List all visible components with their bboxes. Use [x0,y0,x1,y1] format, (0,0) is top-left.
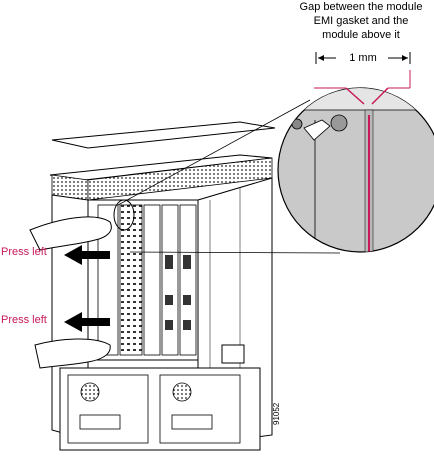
gap-callout-line-2: EMI gasket and the [313,15,409,27]
top-vent-band [51,157,273,201]
dimension-indicator [315,52,411,64]
figure-id: 91052 [272,402,281,425]
press-left-label-top: Press left [1,246,47,258]
dimension-label: 1 mm [349,52,377,64]
press-arrows [64,245,110,332]
gap-callout: Gap between the module EMI gasket and th… [286,0,434,42]
press-arrow-bottom [64,312,110,332]
chassis-top [49,121,276,181]
press-arrow-top [64,245,110,265]
press-left-label-bottom: Press left [1,314,47,326]
gap-callout-line-3: module above it [322,29,400,41]
magnifier-detail [277,70,434,253]
magnifier-leaders [113,99,341,254]
hands [29,216,112,369]
power-supply-bays [59,367,261,451]
gap-callout-line-1: Gap between the module [299,1,423,13]
